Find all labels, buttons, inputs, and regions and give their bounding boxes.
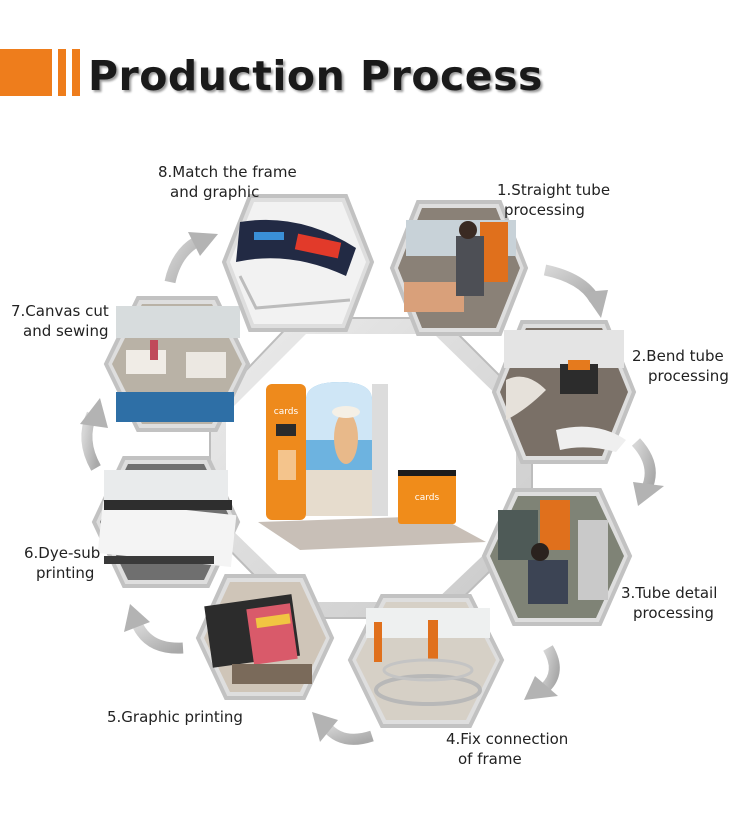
- arrow-4-to-5-head: [312, 712, 338, 742]
- step-5-photo: [195, 574, 335, 700]
- step-4-label-line1: 4.Fix connection: [446, 730, 569, 748]
- step-1-label: 1.Straight tube processing: [497, 180, 610, 220]
- step-7-label-line1: 7.Canvas cut: [11, 302, 109, 320]
- arrow-6-to-7-head: [80, 398, 108, 428]
- booth-sign-brand: cards: [274, 407, 299, 417]
- arrow-5-to-6: [133, 623, 184, 654]
- step-8-label-line2: and graphic: [170, 183, 260, 201]
- booth-counter: [398, 470, 456, 524]
- step-4-label: 4.Fix connection of frame: [446, 729, 568, 769]
- step-4-label-line2: of frame: [458, 750, 522, 768]
- step-7-label-line2: and sewing: [23, 322, 109, 340]
- booth-graphic-figure: [334, 412, 358, 464]
- step-6-label: 6.Dye-sub printing: [24, 543, 100, 583]
- step-1-label-line2: processing: [504, 201, 585, 219]
- arrow-7-to-8-head: [188, 232, 218, 256]
- step-3-label-line1: 3.Tube detail: [621, 584, 718, 602]
- step-1-photo: [389, 200, 529, 336]
- step-4-photo: [347, 594, 505, 728]
- arrow-5-to-6-head: [124, 604, 150, 632]
- header-accent-bar-mid: [58, 49, 66, 96]
- page-title: Production Process: [88, 52, 543, 100]
- arrow-3-to-4-head: [524, 676, 558, 700]
- step-3-label-line2: processing: [633, 604, 714, 622]
- booth-tv-screen: [276, 424, 296, 436]
- step-7-photo: [103, 296, 251, 432]
- header-accent-bar-small: [72, 49, 80, 96]
- step-1-label-line1: 1.Straight tube: [497, 181, 611, 199]
- step-2-label: 2.Bend tube processing: [632, 346, 729, 386]
- step-3-label: 3.Tube detail processing: [621, 583, 717, 623]
- arrow-1-to-2-head: [583, 290, 608, 318]
- step-2-photo: [491, 320, 637, 464]
- arrow-2-to-3-head: [633, 482, 664, 506]
- step-5-label: 5.Graphic printing: [107, 707, 243, 727]
- step-8-label: 8.Match the frame and graphic: [158, 162, 297, 202]
- step-2-label-line2: processing: [648, 367, 729, 385]
- step-3-photo: [481, 488, 633, 626]
- step-8-photo: [221, 194, 375, 332]
- arrow-7-to-8: [164, 237, 200, 284]
- step-6-label-line2: printing: [36, 564, 95, 582]
- arrow-4-to-5: [321, 722, 374, 745]
- booth-counter-brand: cards: [415, 493, 440, 503]
- booth-floor: [258, 516, 486, 550]
- step-6-label-line1: 6.Dye-sub: [24, 544, 101, 562]
- step-2-label-line1: 2.Bend tube: [632, 347, 724, 365]
- header-accent-bar-large: [0, 49, 52, 96]
- step-6-photo: [91, 456, 241, 588]
- cycle-arrows: [80, 232, 664, 745]
- step-8-label-line1: 8.Match the frame: [158, 163, 297, 181]
- arrow-3-to-4: [540, 645, 560, 693]
- step-7-label: 7.Canvas cut and sewing: [11, 301, 109, 341]
- step-5-label-line1: 5.Graphic printing: [107, 708, 243, 726]
- center-octagon: cards cards: [209, 317, 533, 619]
